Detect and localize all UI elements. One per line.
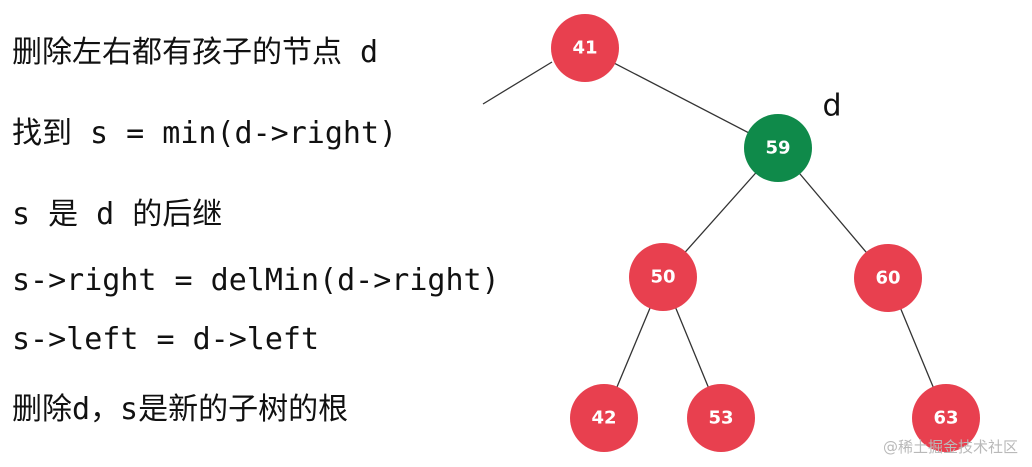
tree-nodes: 41 59 50 60 42 53 63 bbox=[551, 14, 980, 452]
tree-node-label: 60 bbox=[875, 268, 900, 289]
tree-node-60: 60 bbox=[854, 244, 922, 312]
tree-node-circle bbox=[570, 384, 638, 452]
tree-node-50: 50 bbox=[629, 243, 697, 311]
step-text-5: s->left = d->left bbox=[12, 322, 320, 357]
tree-edges bbox=[482, 47, 947, 419]
node-d-marker: d bbox=[822, 89, 841, 124]
step-text-3: s 是 d 的后继 bbox=[12, 197, 223, 232]
step-text-1: 删除左右都有孩子的节点 d bbox=[12, 35, 379, 70]
tree-node-label: 53 bbox=[708, 408, 733, 429]
tree-node-circle bbox=[744, 114, 812, 182]
tree-node-53: 53 bbox=[687, 384, 755, 452]
tree-node-59: 59 bbox=[744, 114, 812, 182]
tree-node-41: 41 bbox=[551, 14, 619, 82]
tree-node-42: 42 bbox=[570, 384, 638, 452]
tree-node-circle bbox=[629, 243, 697, 311]
tree-edge-n41-n59 bbox=[584, 47, 779, 149]
tree-node-circle bbox=[912, 384, 980, 452]
step-text-2: 找到 s = min(d->right) bbox=[12, 116, 398, 151]
step-text-4: s->right = delMin(d->right) bbox=[12, 263, 500, 298]
tree-node-63: 63 bbox=[912, 384, 980, 452]
tree-node-label: 50 bbox=[650, 267, 675, 288]
watermark: @稀土掘金技术社区 bbox=[882, 438, 1018, 456]
step-text-6: 删除d，s是新的子树的根 bbox=[12, 392, 349, 427]
tree-node-circle bbox=[551, 14, 619, 82]
tree-node-label: 41 bbox=[572, 38, 597, 59]
tree-node-circle bbox=[687, 384, 755, 452]
tree-node-circle bbox=[854, 244, 922, 312]
tree-node-label: 63 bbox=[933, 408, 958, 429]
tree-node-label: 42 bbox=[591, 408, 616, 429]
tree-node-label: 59 bbox=[765, 138, 790, 159]
edge-to-parent-stub bbox=[482, 61, 553, 105]
